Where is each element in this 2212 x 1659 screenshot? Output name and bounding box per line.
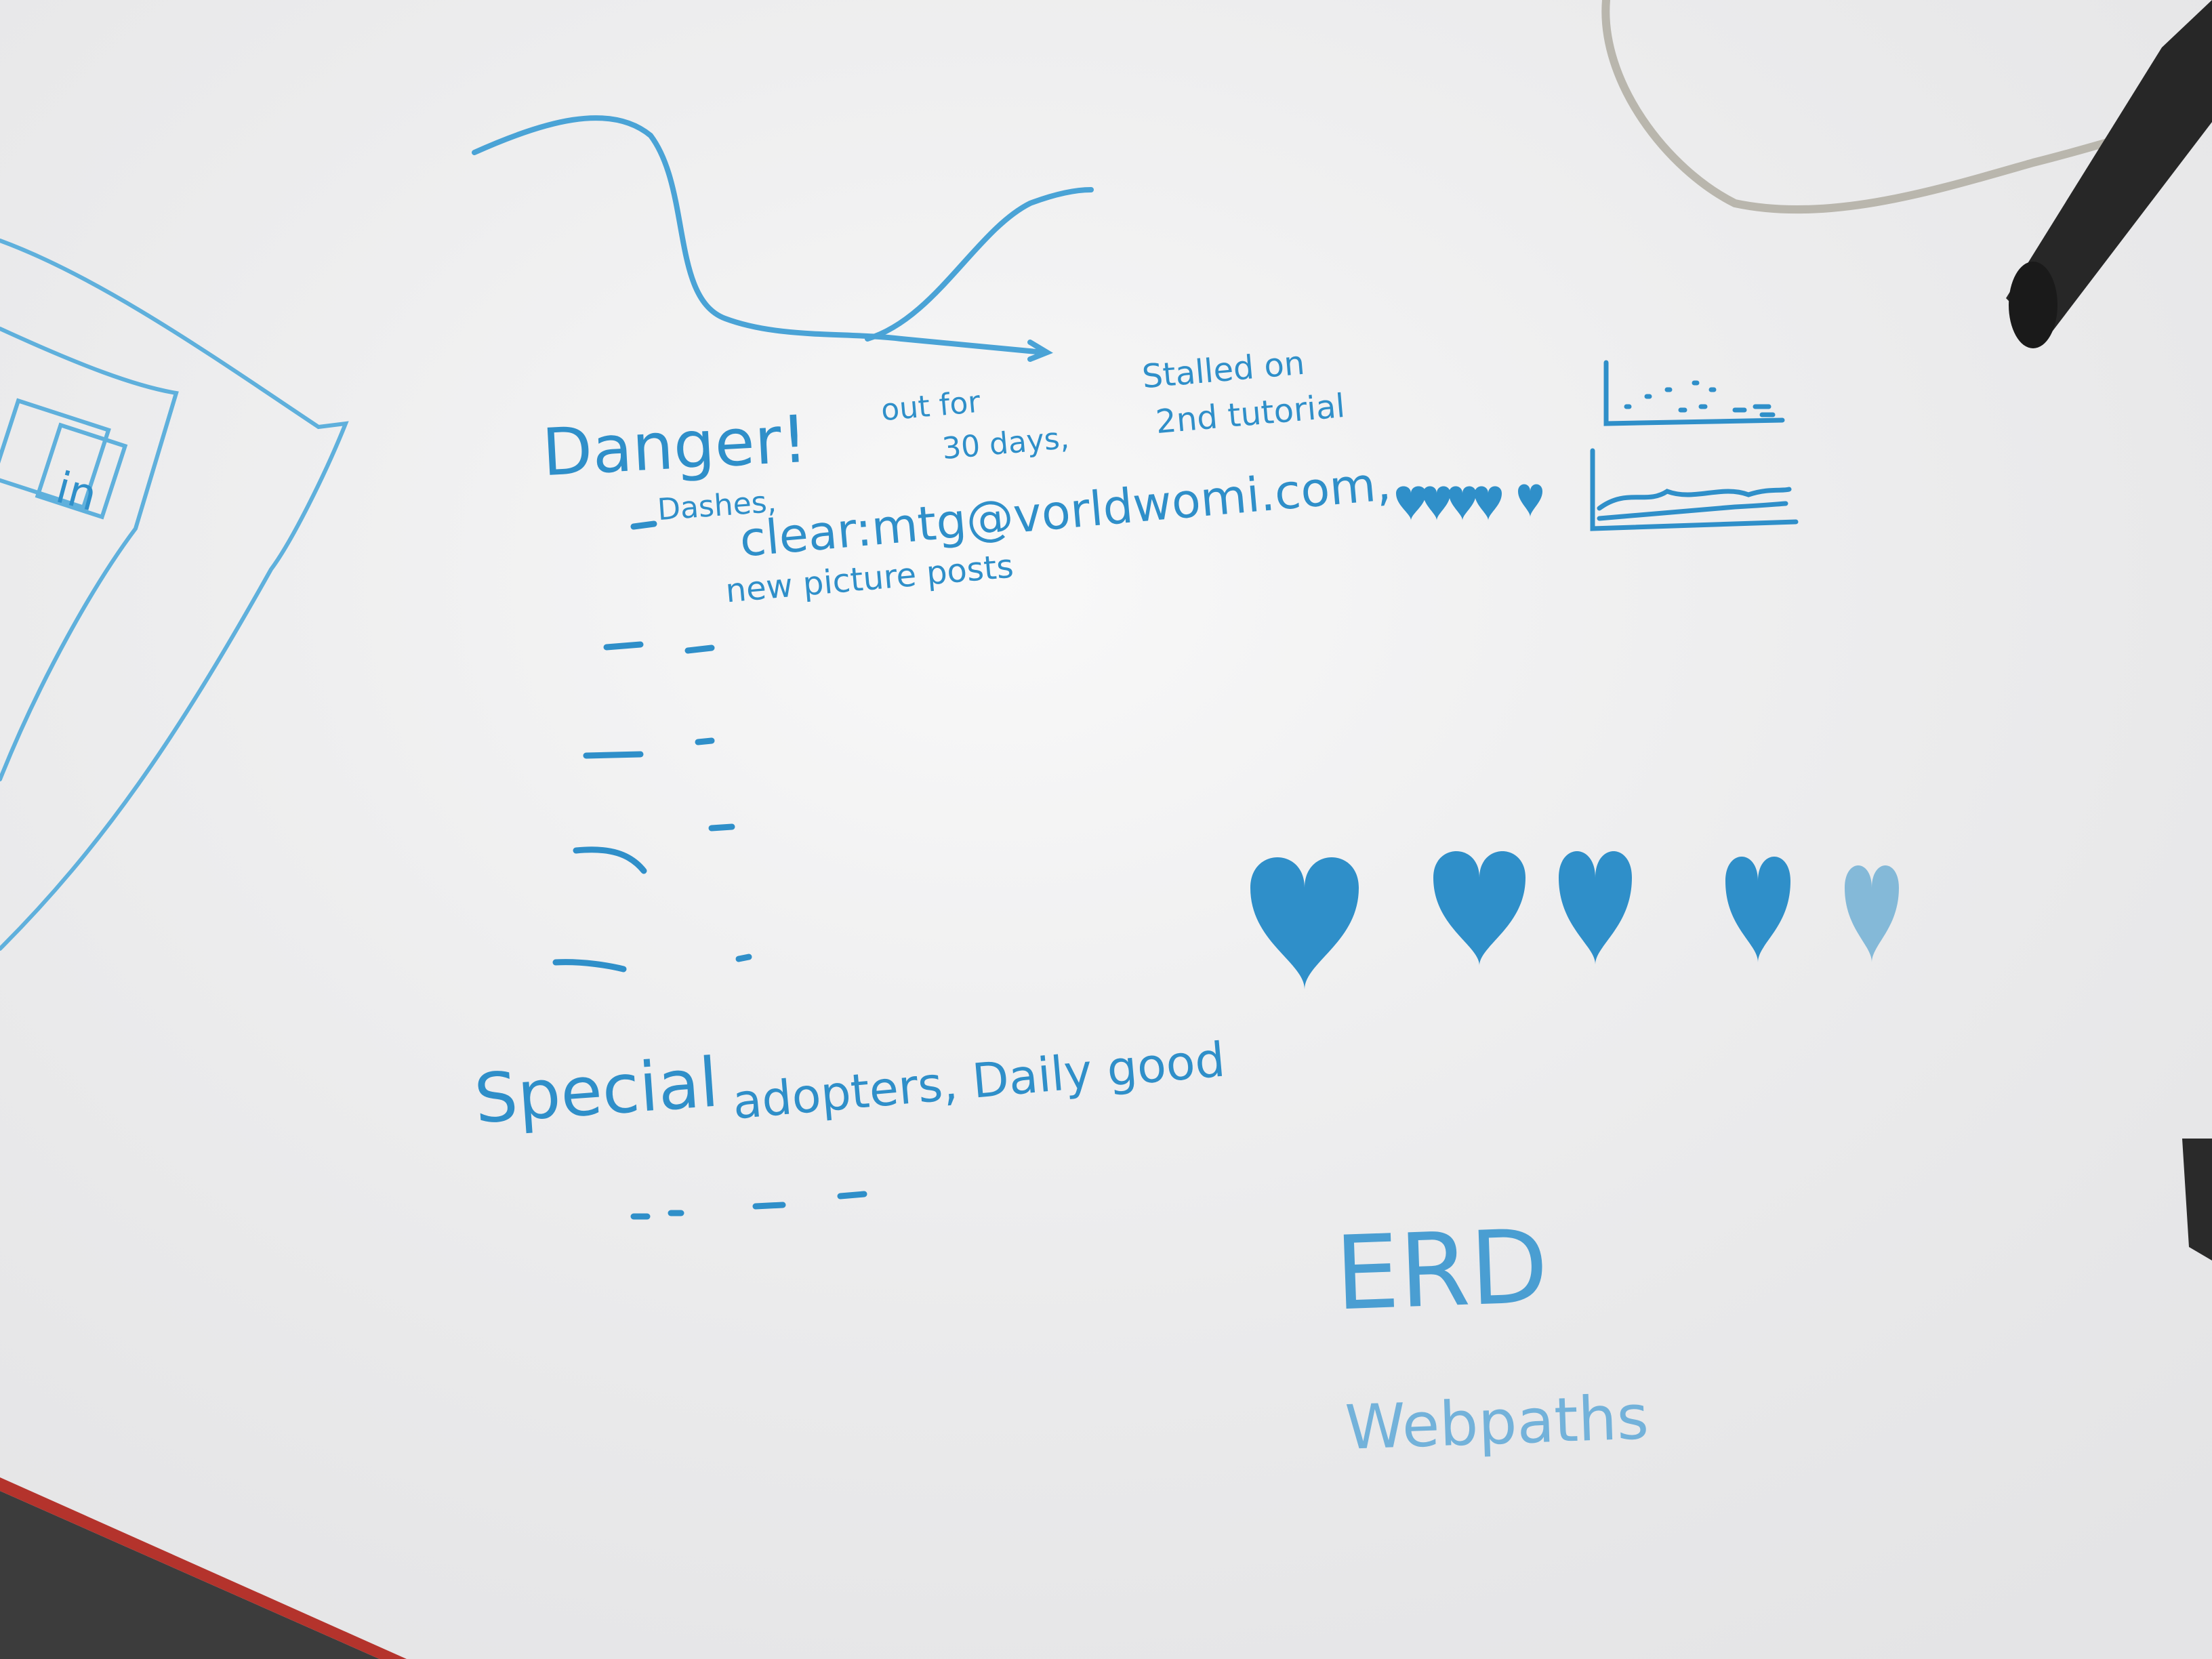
retention-curve-sketch [472, 115, 1094, 362]
large-hearts [1250, 851, 1899, 989]
small-heart-icon [1449, 486, 1476, 520]
linkedin-logo-box [35, 422, 128, 520]
heart-icon [1433, 851, 1525, 966]
heart-icon [1845, 865, 1899, 962]
page-sketch [0, 239, 349, 951]
heart-icon [1559, 851, 1632, 964]
board-edge-accent [0, 1477, 407, 1659]
note-webpaths: Webpaths [1344, 1382, 1650, 1464]
device [2006, 0, 2212, 1261]
note-erd: ERD [1333, 1208, 1551, 1334]
heart-icon [1250, 857, 1359, 989]
small-heart-icon [1396, 486, 1426, 520]
note-special: Special [472, 1042, 721, 1139]
note-danger: Danger! [540, 401, 810, 491]
small-heart-icon [1475, 486, 1502, 520]
list-dashes [552, 520, 867, 1220]
heart-icon [1725, 857, 1790, 962]
small-hearts [1396, 484, 1542, 520]
mini-chart-sketches [1590, 360, 1799, 531]
note-out-for: out for [880, 384, 982, 428]
small-heart-icon [1423, 486, 1450, 520]
small-heart-icon [1518, 484, 1542, 517]
